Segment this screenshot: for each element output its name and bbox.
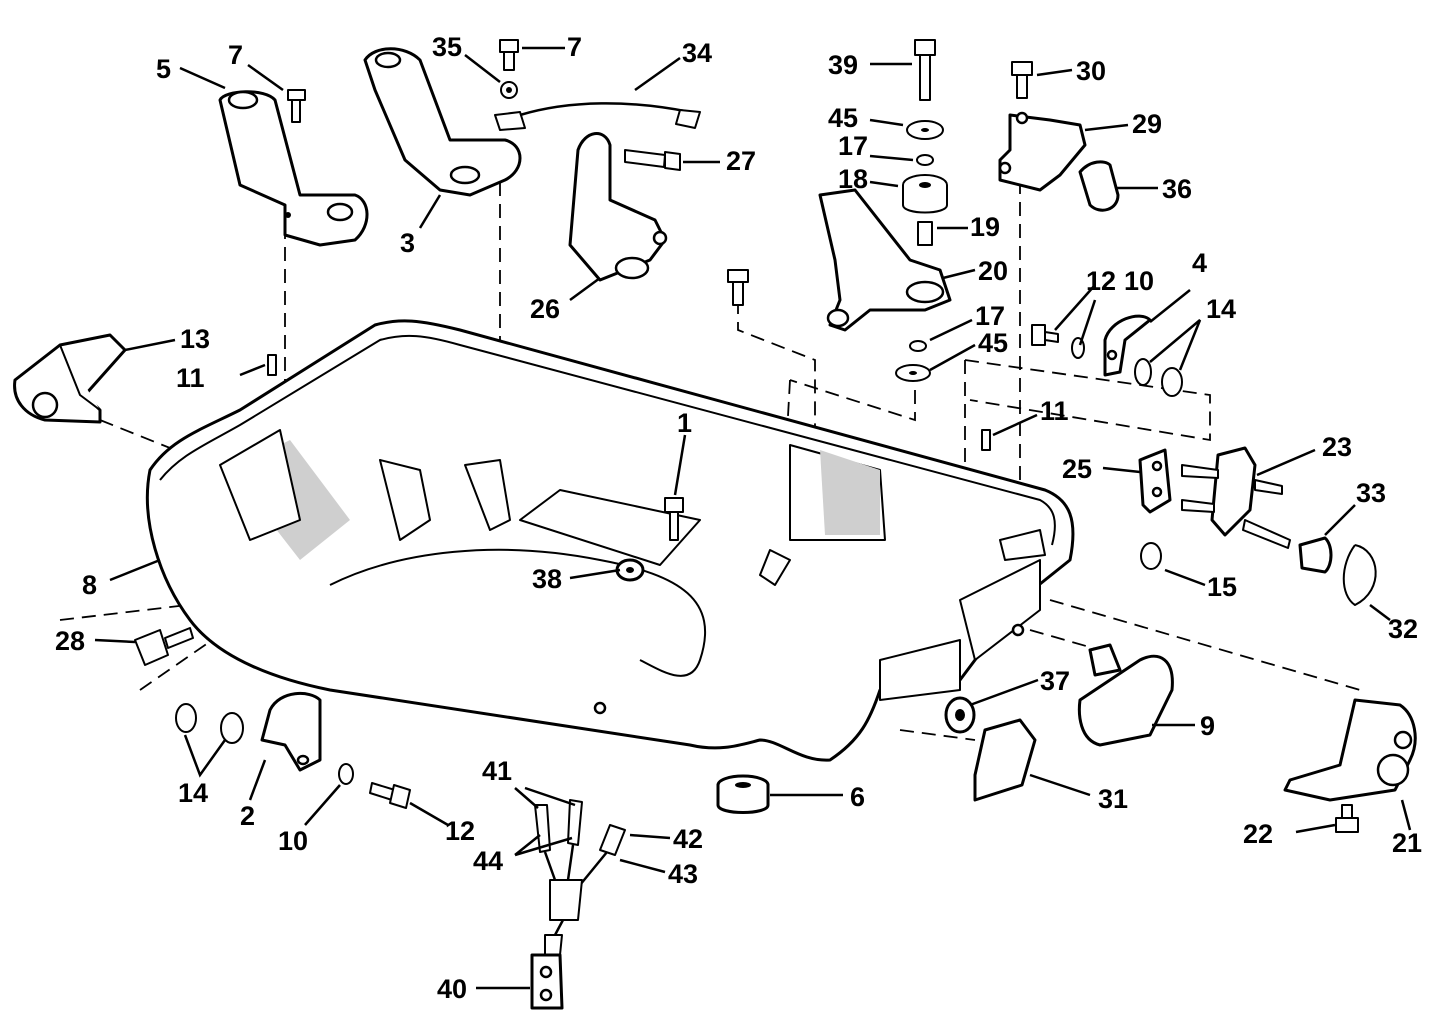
callout-38: 38 [532,564,562,594]
callout-40: 40 [437,974,467,1004]
callout-32: 32 [1388,614,1418,644]
callout-29: 29 [1132,109,1162,139]
callout-25: 25 [1062,454,1092,484]
part-21-bracket [1283,698,1417,802]
callout-23: 23 [1322,432,1352,462]
callout-11a: 11 [176,363,205,393]
part-1-screw [664,497,684,541]
part-26-bracket [568,132,668,282]
callout-2: 2 [240,801,255,831]
callout-14b: 14 [1206,294,1236,324]
callout-41: 41 [482,756,512,786]
callout-43: 43 [668,859,698,889]
part-11-pin-left [267,354,277,376]
callout-34: 34 [682,38,712,68]
part-28-screw [134,627,194,666]
part-4-clip [1103,314,1152,377]
callout-36: 36 [1162,174,1192,204]
callout-42: 42 [673,824,703,854]
callout-39: 39 [828,50,858,80]
callout-5: 5 [156,54,171,84]
part-17-nut-top [916,154,934,166]
part-17-nut-lower [909,340,927,352]
callout-labels: 5 7 3 35 7 34 27 26 39 45 17 18 19 20 17… [55,32,1422,1004]
part-18-grommet [902,174,948,214]
callout-17b: 17 [975,301,1005,331]
callout-44: 44 [473,846,503,876]
bolt-center [727,269,749,306]
part-14-washers-left [175,703,244,744]
callout-31: 31 [1098,784,1128,814]
callout-30: 30 [1076,56,1106,86]
part-37-grommet [944,696,976,734]
callout-7a: 7 [228,40,243,70]
part-23-connector [1181,446,1291,549]
leader-lines [94,46,1412,990]
callout-10a: 10 [278,826,308,856]
callout-19: 19 [970,212,1000,242]
part-19-sleeve [917,221,933,246]
callout-12a: 12 [445,816,475,846]
part-6-grommet [716,774,770,814]
callout-45a: 45 [828,103,858,133]
part-7-screw-a [287,89,306,123]
callout-12b: 12 [1086,266,1116,296]
part-14-washers-right [1134,358,1183,397]
part-11-pin-right [981,429,991,451]
callout-20: 20 [978,256,1008,286]
part-36-bumper [1078,160,1120,212]
part-32-clamp [1342,544,1377,606]
callout-14a: 14 [178,778,208,808]
part-12-screw-right [1031,324,1059,346]
callout-35: 35 [432,32,462,62]
part-5-bracket [218,90,369,247]
part-20-mount-bracket [818,188,952,332]
lower-motor-cover-pan [145,319,1075,762]
callout-6: 6 [850,782,865,812]
part-9-bumper [1077,643,1174,747]
part-29-bracket [998,111,1087,192]
callout-4: 4 [1192,248,1207,278]
callout-1: 1 [677,408,692,438]
callout-7b: 7 [567,32,582,62]
part-30-screw [1011,61,1033,99]
callout-18: 18 [838,164,868,194]
part-39-screw [914,39,936,101]
callout-9: 9 [1200,711,1215,741]
part-31-bracket [973,718,1037,802]
callout-28: 28 [55,626,85,656]
callout-26: 26 [530,294,560,324]
callout-21: 21 [1392,828,1422,858]
part-27-screw [624,149,681,171]
callout-10b: 10 [1124,266,1154,296]
part-45-washer-lower [895,364,931,382]
part-33-boot [1298,536,1333,574]
part-15-plug [1140,542,1162,570]
part-3-bracket [363,47,522,197]
callout-22: 22 [1243,819,1273,849]
callout-17a: 17 [838,131,868,161]
part-7-screw-b [499,39,519,71]
part-10-washer-left [338,763,354,785]
callout-45b: 45 [978,328,1008,358]
part-34-ground-wire [494,102,701,131]
callout-27: 27 [726,146,756,176]
callout-13: 13 [180,324,210,354]
part-45-washer-top [906,120,944,140]
part-38-grommet [615,558,645,582]
part-13-bracket [13,333,127,424]
part-22-screw [1335,804,1359,833]
callout-11b: 11 [1040,396,1069,426]
callout-33: 33 [1356,478,1386,508]
callout-8: 8 [82,570,97,600]
part-25-plate [1138,448,1172,514]
part-2-clip [260,691,322,772]
callout-37: 37 [1040,666,1070,696]
wiring-harness [530,799,626,1010]
callout-15: 15 [1207,572,1237,602]
part-12-screw-left [369,782,411,809]
callout-3: 3 [400,228,415,258]
part-35-lockwasher [500,81,518,99]
